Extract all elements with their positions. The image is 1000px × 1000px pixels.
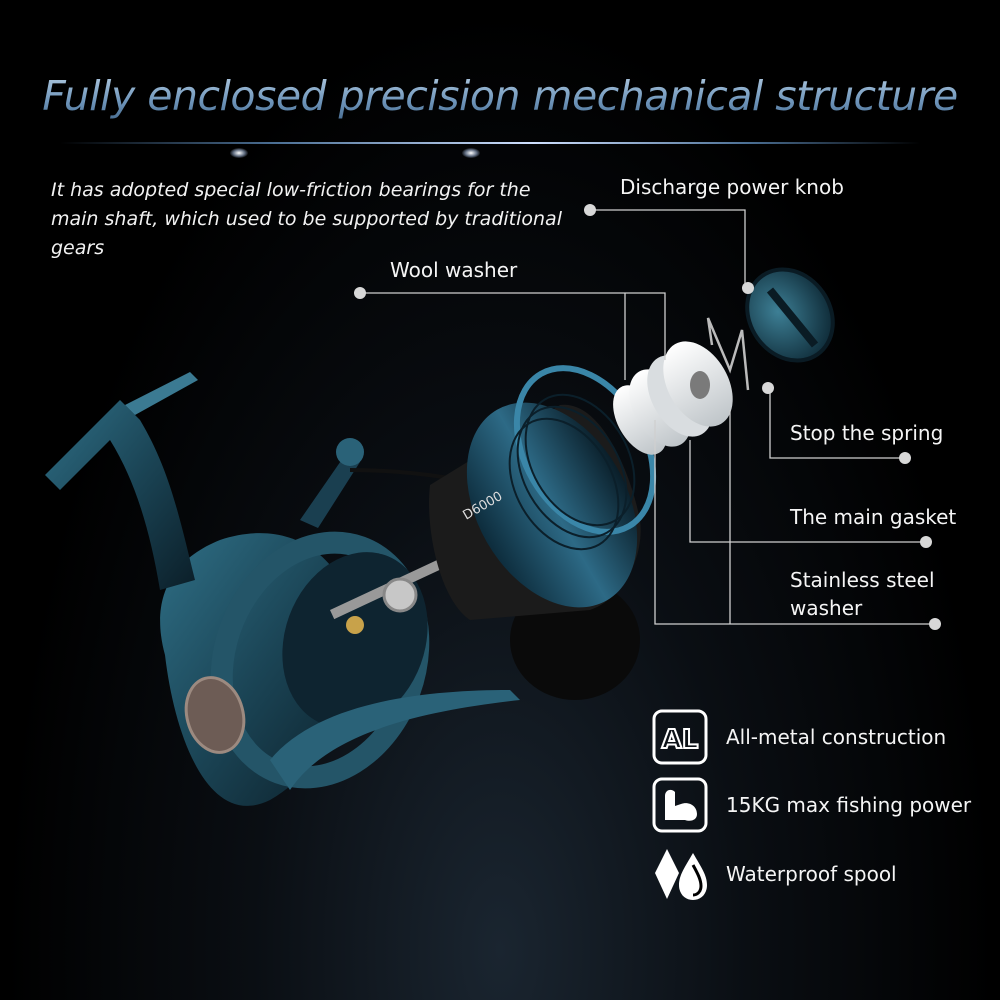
callout-dot: [354, 287, 366, 299]
drag-knob-rear: [184, 676, 246, 754]
callout-dot: [742, 282, 754, 294]
glow-dot: [462, 148, 480, 158]
reel-foot-edge: [125, 372, 198, 415]
label-discharge-power-knob: Discharge power knob: [620, 175, 844, 199]
callout-dot: [584, 204, 596, 216]
handle-arm: [300, 455, 360, 528]
pinion-gear: [382, 577, 418, 613]
feature-label: 15KG max fishing power: [726, 793, 972, 817]
feature-fishing-power: 15KG max fishing power: [648, 774, 971, 836]
svg-text:AL: AL: [662, 725, 699, 755]
feature-label: Waterproof spool: [726, 862, 897, 886]
feature-waterproof: Waterproof spool: [648, 843, 897, 905]
stop-spring-zigzag: [706, 317, 750, 391]
callout-dot: [899, 452, 911, 464]
al-metal-icon: AL: [648, 706, 712, 768]
bail-arm: [270, 690, 520, 790]
feature-all-metal: AL All-metal construction: [648, 706, 946, 768]
feature-label: All-metal construction: [726, 725, 947, 749]
page-title: Fully enclosed precision mechanical stru…: [0, 72, 1000, 120]
brass-bushing: [346, 616, 364, 634]
glow-dot: [230, 148, 248, 158]
drag-knob-grip: [766, 287, 819, 348]
washer-stack: [613, 341, 733, 455]
label-main-gasket: The main gasket: [790, 505, 957, 529]
callout-dot: [762, 382, 774, 394]
handle-knob: [336, 438, 364, 466]
label-stainless-steel-washer: Stainless steel washer: [790, 568, 935, 620]
callout-dot: [920, 536, 932, 548]
callout-dot: [929, 618, 941, 630]
intro-text: It has adopted special low-friction bear…: [51, 179, 562, 259]
reel-foot: [45, 400, 195, 590]
strong-arm-icon: [648, 774, 712, 836]
water-drops-icon: [648, 843, 712, 905]
spool-threads: [508, 393, 636, 551]
label-stop-the-spring: Stop the spring: [790, 421, 944, 445]
title-underline: [60, 142, 920, 144]
label-wool-washer: Wool washer: [390, 258, 518, 282]
